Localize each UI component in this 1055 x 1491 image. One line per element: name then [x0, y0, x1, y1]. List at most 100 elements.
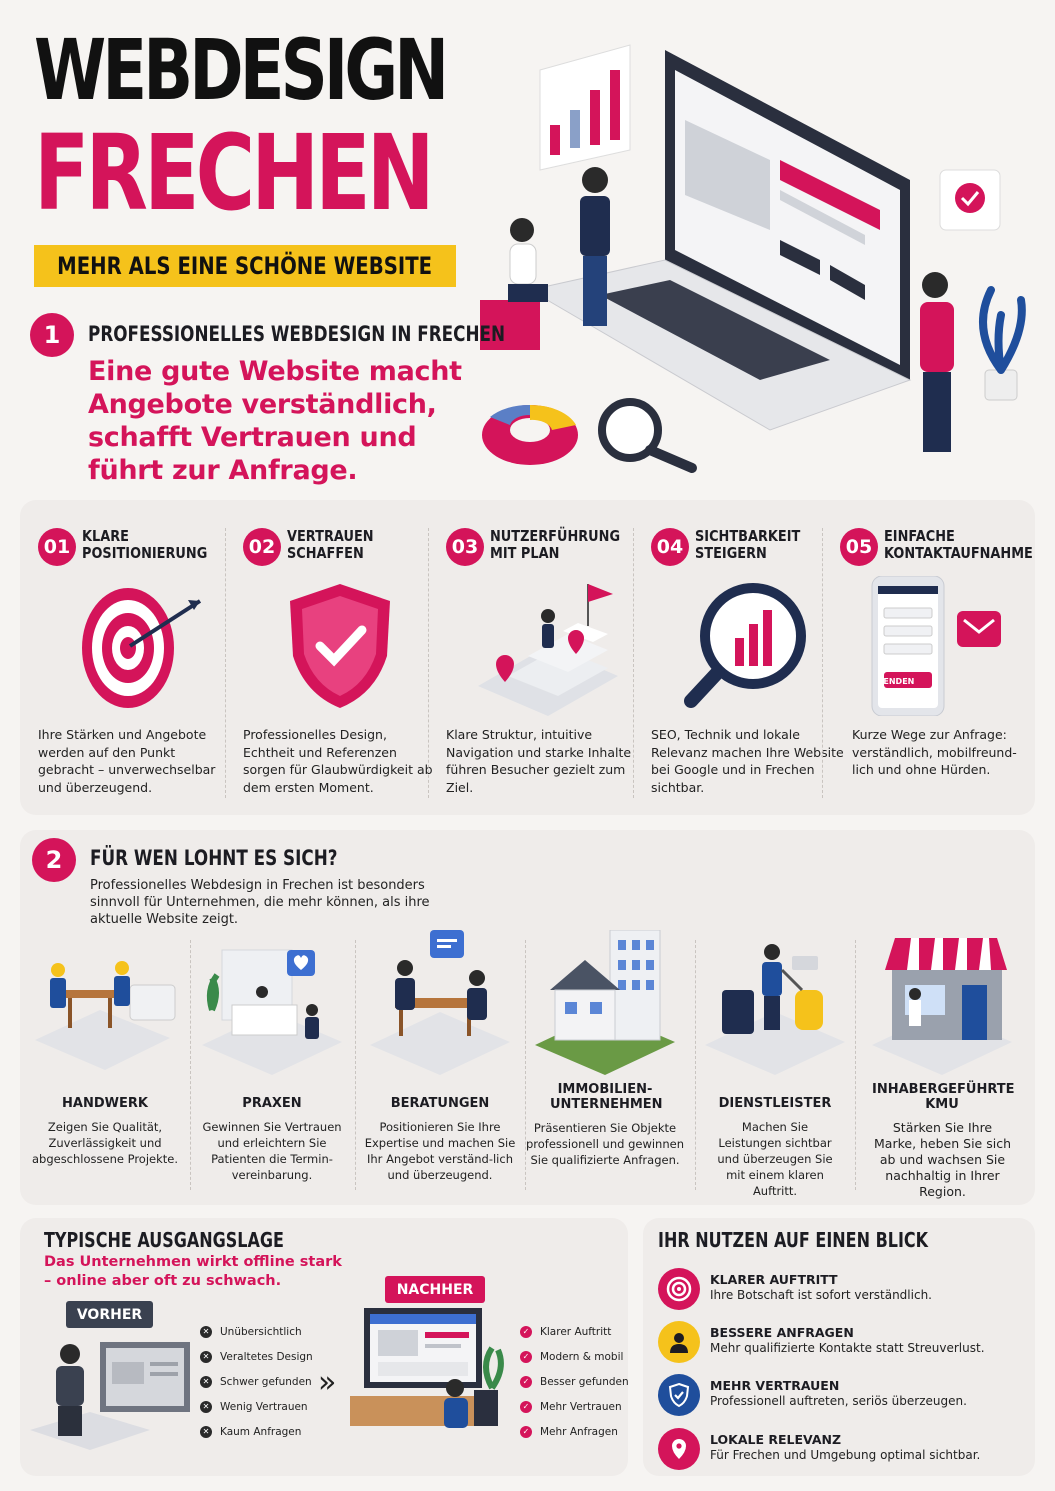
benefit-item-4: LOKALE RELEVANZ Für Frechen und Umgebung… [658, 1428, 1018, 1478]
after-item: ✓Mehr Anfragen [520, 1419, 629, 1444]
section2-number: 2 [32, 838, 76, 882]
subtitle-text: MEHR ALS EINE SCHÖNE WEBSITE [57, 252, 433, 280]
benefit-item-3: MEHR VERTRAUEN Professionell auftreten, … [658, 1374, 1018, 1424]
check-icon: ✓ [520, 1375, 532, 1388]
arrow-icon: » [318, 1365, 337, 1400]
benefits-heading: IHR NUTZEN AUF EINEN BLICK [658, 1228, 929, 1252]
audience-title: HANDWERK [62, 1096, 148, 1111]
shield-check-icon [290, 584, 390, 708]
divider [822, 528, 823, 798]
audience-title: IMMOBILIEN-UNTERNEHMEN [550, 1082, 663, 1112]
divider [525, 940, 526, 1190]
benefit-item-1: KLARER AUFTRITT Ihre Botschaft ist sofor… [658, 1268, 1018, 1318]
section2-heading: FÜR WEN LOHNT ES SICH? [90, 846, 338, 870]
situation-heading: TYPISCHE AUSGANGSLAGE [44, 1228, 284, 1252]
craftsmen-icon [35, 961, 176, 1070]
before-item: ✕Wenig Vertrauen [200, 1394, 313, 1419]
section1-heading: PROFESSIONELLES WEBDESIGN IN FRECHEN [88, 322, 506, 346]
benefit-description: Ihre Botschaft ist sofort verständlich. [710, 1288, 932, 1302]
medical-practice-icon [202, 949, 342, 1075]
section1-lead: Eine gute Website macht Angebote verstän… [88, 356, 462, 486]
target-icon [82, 588, 202, 708]
audience-card-3: BERATUNGEN Positionieren Sie Ihre Expert… [360, 930, 520, 1183]
audience-title: PRAXEN [242, 1096, 302, 1111]
section1-number: 1 [30, 313, 74, 357]
before-badge: VORHER [66, 1301, 153, 1328]
feature-number: 03 [446, 528, 484, 566]
audience-description: Gewinnen Sie Vertrauen und erleichtern S… [202, 1120, 342, 1182]
real-estate-icon [535, 929, 675, 1075]
feature-number: 02 [243, 528, 281, 566]
section2-intro: Professionelles Webdesign in Frechen ist… [90, 878, 430, 927]
location-pin-icon [658, 1428, 700, 1470]
magnifier-chart-icon [684, 583, 806, 708]
audience-description: Positionieren Sie Ihre Expertise und mac… [364, 1120, 516, 1182]
service-provider-icon [705, 944, 845, 1075]
divider [633, 528, 634, 798]
audience-card-2: PRAXEN Gewinnen Sie Vertrauen und erleic… [192, 930, 352, 1183]
audience-card-6: INHABERGEFÜHRTE KMU Stärken Sie Ihre Mar… [862, 930, 1022, 1200]
floating-chart-card-icon [539, 44, 631, 171]
benefit-title: LOKALE RELEVANZ [710, 1432, 842, 1447]
x-icon: ✕ [200, 1425, 212, 1438]
benefit-title: MEHR VERTRAUEN [710, 1378, 840, 1393]
send-button-label: SENDEN [877, 677, 915, 686]
divider [428, 528, 429, 798]
before-item: ✕Veraltetes Design [200, 1344, 313, 1369]
audience-description: Stärken Sie Ihre Marke, heben Sie sich a… [874, 1120, 1011, 1199]
audience-description: Präsentieren Sie Objekte professionell u… [525, 1121, 684, 1167]
feature-description: Kurze Wege zur Anfrage: verständlich, mo… [852, 727, 1017, 777]
after-item: ✓Modern & mobil [520, 1344, 629, 1369]
benefit-description: Mehr qualifizierte Kontakte statt Streuv… [710, 1341, 985, 1355]
benefit-title: BESSERE ANFRAGEN [710, 1325, 854, 1340]
stairs-flag-icon [478, 584, 618, 716]
after-list: ✓Klarer Auftritt ✓Modern & mobil ✓Besser… [520, 1319, 629, 1444]
after-badge: NACHHER [385, 1276, 485, 1303]
divider [355, 940, 356, 1190]
audience-title: BERATUNGEN [390, 1096, 490, 1111]
page-title-line2: FRECHEN [34, 112, 435, 234]
x-icon: ✕ [200, 1325, 212, 1338]
storefront-icon [872, 938, 1012, 1075]
x-icon: ✕ [200, 1350, 212, 1363]
after-item: ✓Besser gefunden [520, 1369, 629, 1394]
feature-description: Ihre Stärken und Angebote werden auf den… [38, 727, 216, 795]
subtitle-banner: MEHR ALS EINE SCHÖNE WEBSITE [34, 245, 456, 287]
phone-form-icon [871, 576, 1001, 716]
audience-title: DIENSTLEISTER [718, 1096, 832, 1111]
benefit-item-2: BESSERE ANFRAGEN Mehr qualifizierte Kont… [658, 1321, 1018, 1371]
check-icon: ✓ [520, 1325, 532, 1338]
audience-card-1: HANDWERK Zeigen Sie Qualität, Zuverlässi… [25, 930, 185, 1167]
consulting-icon [370, 930, 510, 1075]
audience-description: Machen Sie Leistungen sichtbar und überz… [717, 1120, 833, 1198]
divider [695, 940, 696, 1190]
before-item: ✕Kaum Anfragen [200, 1419, 313, 1444]
divider [190, 940, 191, 1190]
after-illustration-icon [350, 1308, 504, 1428]
check-icon: ✓ [520, 1425, 532, 1438]
x-icon: ✕ [200, 1400, 212, 1413]
benefit-description: Professionell auftreten, seriös überzeug… [710, 1394, 967, 1408]
benefit-description: Für Frechen und Umgebung optimal sichtba… [710, 1448, 981, 1462]
situation-subline: Das Unternehmen wirkt offline stark – on… [44, 1254, 342, 1289]
divider [225, 528, 226, 798]
feature-description: Klare Struktur, intuitive Navigation und… [446, 727, 632, 795]
feature-number: 01 [38, 528, 76, 566]
audience-title: INHABERGEFÜHRTE KMU [872, 1082, 1015, 1112]
shield-check-icon [658, 1374, 700, 1416]
x-icon: ✕ [200, 1375, 212, 1388]
page-title-line1: WEBDESIGN [34, 21, 449, 119]
check-icon: ✓ [520, 1350, 532, 1363]
after-item: ✓Klarer Auftritt [520, 1319, 629, 1344]
hero-illustration [470, 30, 1040, 490]
feature-description: SEO, Technik und lokale Relevanz machen … [651, 727, 844, 795]
target-icon [658, 1268, 700, 1310]
